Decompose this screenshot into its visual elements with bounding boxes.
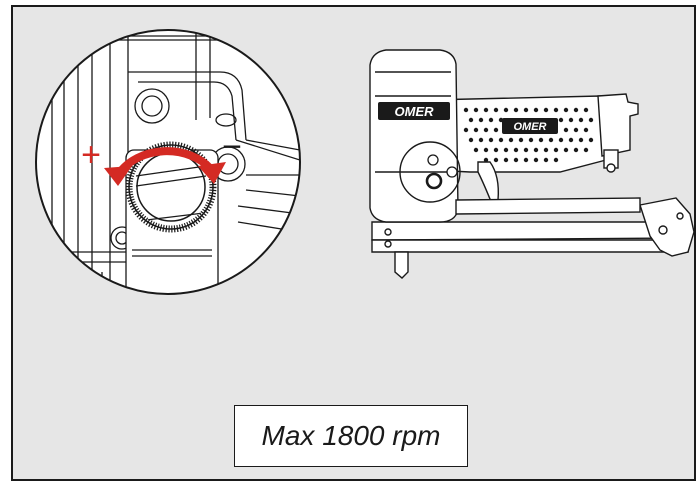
rotation-arrow-icon [104, 147, 226, 186]
grip-texture [463, 107, 594, 163]
brand-logo: OMER OMER [378, 102, 558, 134]
stapler-tool-illustration [369, 49, 695, 279]
speed-limit-label: Max 1800 rpm [234, 405, 468, 467]
caption-text: Max 1800 rpm [261, 420, 441, 451]
adjustment-knob-icon [125, 141, 217, 233]
decrease-symbol: − [222, 128, 242, 166]
increase-symbol: + [81, 136, 101, 174]
zoom-detail-view: + − [35, 29, 301, 295]
svg-text:OMER: OMER [514, 121, 547, 133]
detail-marker [399, 141, 461, 203]
svg-text:OMER: OMER [395, 104, 435, 119]
